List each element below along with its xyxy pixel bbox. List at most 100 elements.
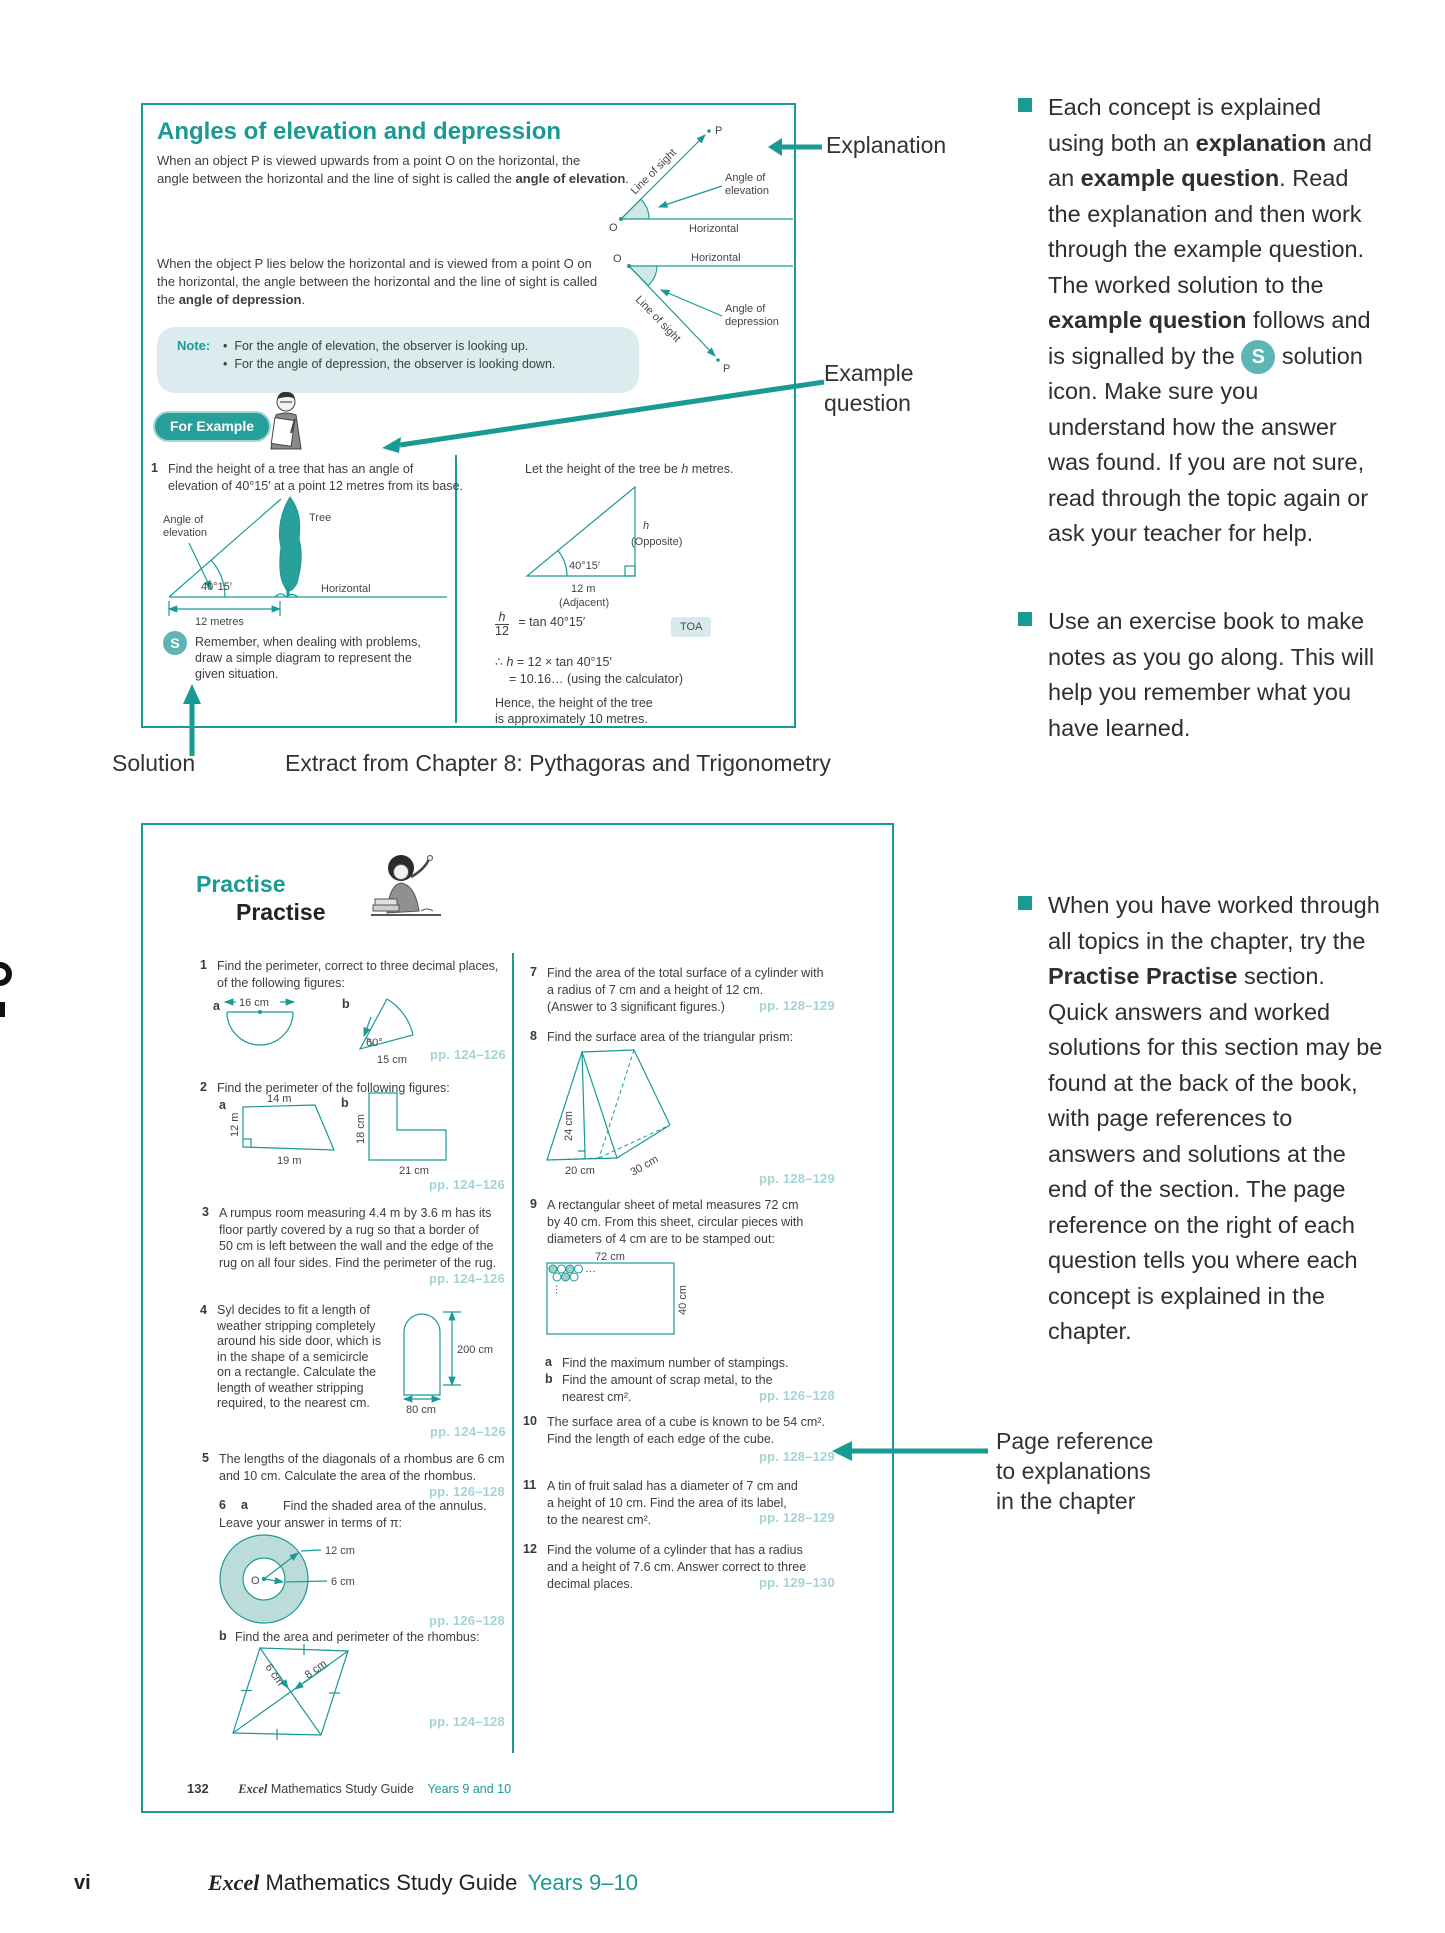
height-label: 200 cm (457, 1344, 493, 1356)
practise-box: Practise Practise 1 Find the perimeter, … (141, 823, 894, 1813)
example-question-arrow (382, 379, 825, 453)
tree-shape (278, 496, 302, 592)
bullet-square (1018, 98, 1032, 112)
page-ref: pp. 124–128 (429, 1714, 505, 1729)
page-ref: pp. 124–126 (429, 1177, 505, 1192)
note-box: Note: • For the angle of elevation, the … (157, 327, 639, 393)
depression-diagram: O Horizontal P Angle of depression Line … (613, 252, 793, 375)
part-letter: b (341, 1096, 349, 1110)
page-ref: pp. 128–129 (759, 998, 835, 1013)
explanation-arrow (768, 138, 822, 156)
reading-person-illustration (270, 391, 302, 450)
point-o-label: O (613, 253, 622, 265)
part-letter: b (545, 1372, 553, 1386)
horizontal-label: Horizontal (691, 252, 741, 264)
note-item-2: • For the angle of depression, the obser… (223, 357, 556, 371)
question-text: Find the shaded area of the annulus. (283, 1499, 487, 1513)
angle-label-1: Angle of (163, 514, 204, 526)
page-reference-arrow (832, 1441, 988, 1461)
part-letter: b (342, 997, 350, 1011)
angle-label-2: elevation (725, 185, 769, 197)
l-shape-diagram: 18 cm 21 cm (355, 1092, 447, 1177)
inline-solution-icon: S (1241, 340, 1276, 375)
punch-mark-bar (0, 1002, 5, 1017)
line-of-sight-label: Line of sight (629, 147, 679, 197)
solution-label: Solution (112, 750, 196, 776)
column-dots: … (553, 1284, 565, 1295)
question-number: 6 (219, 1498, 226, 1512)
point-o-label: O (609, 222, 618, 234)
outer-radius-label: 12 cm (325, 1545, 355, 1557)
question-number: 1 (200, 958, 207, 972)
book-title: Mathematics Study Guide (270, 1782, 414, 1796)
angle-label-2: depression (725, 316, 779, 328)
opposite-label: (Opposite) (631, 536, 682, 548)
note-item-1: • For the angle of elevation, the observ… (223, 339, 529, 353)
diagonal-label-2: 8 cm (303, 1658, 329, 1682)
page-ref: pp. 129–130 (759, 1575, 835, 1590)
horizontal-label: Horizontal (321, 583, 371, 595)
part-letter: a (241, 1498, 248, 1512)
diameter-label: 16 cm (239, 997, 269, 1009)
angle-label-1: Angle of (725, 172, 766, 184)
page-ref: pp. 128–129 (759, 1510, 835, 1525)
line-of-sight-label: Line of sight (633, 294, 683, 345)
bullet-item-exercise-book: Use an exercise book to make notes as yo… (1018, 604, 1383, 746)
question-text: A tin of fruit salad has a diameter of 7… (547, 1479, 798, 1527)
angle-value-label: 40°15′ (569, 560, 600, 572)
question-text: Find the area and perimeter of the rhomb… (235, 1630, 480, 1644)
conclusion: Hence, the height of the tree is approxi… (495, 696, 653, 726)
brand-name: Excel (208, 1870, 260, 1895)
part-letter: a (545, 1355, 552, 1369)
sheet-metal-diagram: 72 cm 40 cm … … (546, 1251, 689, 1335)
explain-title: Angles of elevation and depression (157, 118, 562, 145)
semicircle-diagram: 16 cm (223, 997, 296, 1046)
explain-box: Angles of elevation and depression When … (141, 103, 796, 728)
part-letter: a (219, 1098, 226, 1112)
page-number: vi (74, 1872, 91, 1894)
sector-diagram: 60° 15 cm (358, 998, 414, 1066)
angle-label: 60° (366, 1037, 383, 1049)
solution-badge: S (163, 631, 187, 655)
radius-label: 15 cm (377, 1054, 407, 1066)
punch-mark-ring (0, 962, 12, 986)
bottom-label: 19 m (277, 1155, 301, 1167)
explanation-label: Explanation (826, 132, 947, 158)
part-letter: a (213, 999, 220, 1013)
page-ref: pp. 124–126 (429, 1271, 505, 1286)
question-text: The surface area of a cube is known to b… (547, 1415, 825, 1446)
prism-diagram: 24 cm 20 cm 30 cm (546, 1049, 671, 1179)
practise-column-divider (512, 953, 514, 1753)
page-ref: pp. 126–128 (429, 1613, 505, 1628)
practise-title-black: Practise (236, 899, 326, 925)
page-ref: pp. 124–126 (430, 1424, 506, 1439)
explain-paragraph-2: When the object P lies below the horizon… (157, 256, 598, 307)
question-number: 11 (523, 1478, 537, 1492)
point-p-label: P (715, 125, 722, 137)
svg-defs (0, 0, 3, 3)
elevation-diagram: P O Horizontal Angle of elevation Line o… (609, 125, 793, 235)
note-label: Note: (177, 338, 211, 353)
question-text: Find the perimeter of the following figu… (217, 1081, 450, 1095)
page-ref: pp. 124–126 (430, 1047, 506, 1062)
angle-label-2: elevation (163, 527, 207, 539)
bullet-item-practise: When you have worked through all topics … (1018, 888, 1388, 1350)
width-label: 80 cm (406, 1404, 436, 1416)
page-ref: pp. 128–129 (759, 1171, 835, 1186)
height-label: 40 cm (677, 1285, 689, 1315)
question-number: 9 (530, 1197, 537, 1211)
left-label: 18 cm (355, 1114, 367, 1144)
trapezium-diagram: 14 m 12 m 19 m (229, 1093, 335, 1167)
part-letter: b (219, 1629, 227, 1643)
question-text: A rectangular sheet of metal measures 72… (547, 1198, 804, 1246)
question-number: 2 (200, 1080, 207, 1094)
door-diagram: 200 cm 80 cm (402, 1310, 493, 1416)
therefore-equation: ∴ h = 12 × tan 40°15′ (495, 655, 612, 669)
question-text: Find the volume of a cylinder that has a… (547, 1543, 807, 1591)
angle-value-label: 40°15′ (201, 581, 232, 593)
question-number: 3 (202, 1205, 209, 1219)
